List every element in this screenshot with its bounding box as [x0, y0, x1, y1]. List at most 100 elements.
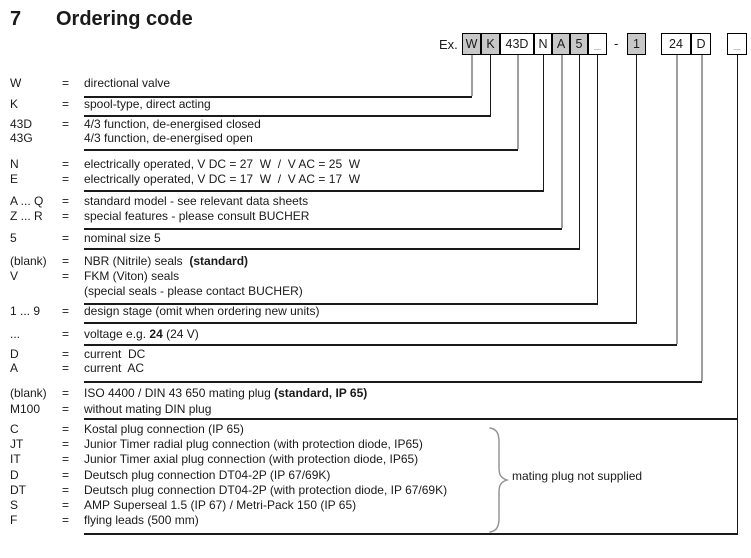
equals-sign: =: [62, 483, 70, 497]
connector-vertical: [636, 55, 638, 322]
description-text: design stage (omit when ordering new uni…: [84, 304, 320, 318]
equals-sign: =: [62, 347, 70, 361]
code-cell: 43G: [10, 131, 33, 145]
description-text: Junior Timer axial plug connection (with…: [84, 452, 419, 466]
connector-vertical: [490, 55, 492, 115]
code-box-value: N: [538, 37, 548, 51]
connector-underline: [84, 381, 702, 383]
connector-underline: [84, 115, 491, 117]
description-text: spool-type, direct acting: [84, 97, 211, 111]
equals-sign: =: [62, 468, 70, 482]
code-box-6: 5: [570, 33, 588, 55]
code-cell: E: [10, 172, 19, 186]
description-cell: Junior Timer axial plug connection (with…: [84, 453, 418, 466]
code-box-value: W: [465, 37, 478, 51]
code-cell: V: [10, 269, 19, 283]
equals-sign: =: [62, 498, 70, 512]
connector-vertical: [543, 55, 545, 190]
equals-sign: =: [62, 422, 70, 436]
code-box-5: A: [552, 33, 570, 55]
description-bold: (standard, IP 65): [274, 386, 368, 400]
brace-label: mating plug not supplied: [512, 469, 643, 483]
description-cell: Deutsch plug connection DT04-2P (with pr…: [84, 484, 447, 497]
code-cell: 43D: [10, 117, 33, 131]
description-cell: NBR (Nitrile) seals (standard): [84, 255, 248, 268]
equals-sign: =: [62, 97, 70, 111]
equals-sign: =: [62, 231, 70, 245]
code-cell: C: [10, 422, 19, 436]
code-cell: K: [10, 97, 19, 111]
code-cell: D: [10, 347, 19, 361]
connector-underline: [84, 228, 562, 230]
connector-underline: [84, 418, 738, 420]
connector-vertical: [701, 55, 703, 381]
example-label: Ex.: [439, 37, 458, 52]
code-cell: 5: [10, 231, 17, 245]
description-text: nominal size 5: [84, 231, 161, 245]
connector-underline: [84, 344, 677, 346]
equals-sign: =: [62, 194, 70, 208]
description-text: voltage e.g.: [84, 327, 150, 341]
code-box-7: _: [588, 33, 607, 55]
code-cell: M100: [10, 402, 41, 416]
equals-sign: =: [62, 402, 70, 416]
code-cell: S: [10, 498, 19, 512]
description-text: (special seals - please contact BUCHER): [84, 284, 303, 298]
code-cell: N: [10, 157, 19, 171]
description-cell: voltage e.g. 24 (24 V): [84, 328, 199, 341]
code-cell: DT: [10, 483, 26, 497]
page-title: Ordering code: [56, 8, 193, 30]
code-box-11: _: [727, 33, 747, 55]
connector-vertical: [737, 55, 739, 533]
description-text: 4/3 function, de-energised open: [84, 131, 253, 145]
connector-vertical: [579, 55, 581, 248]
description-text: 4/3 function, de-energised closed: [84, 117, 261, 131]
dash-separator: -: [614, 36, 619, 51]
code-cell: A: [10, 361, 19, 375]
description-text: (24 V): [162, 327, 199, 341]
code-box-value: K: [486, 37, 495, 51]
description-cell: current DC: [84, 348, 145, 361]
connector-underline: [84, 322, 637, 324]
description-text: directional valve: [84, 76, 171, 90]
connector-underline: [84, 303, 598, 305]
description-text: without mating DIN plug: [84, 402, 212, 416]
equals-sign: =: [62, 117, 70, 131]
equals-sign: =: [62, 269, 70, 283]
description-text: AMP Superseal 1.5 (IP 67) / Metri-Pack 1…: [84, 498, 357, 512]
description-cell: spool-type, direct acting: [84, 98, 211, 111]
description-text: Junior Timer radial plug connection (wit…: [84, 437, 423, 451]
code-box-value: _: [594, 37, 601, 51]
code-cell: (blank): [10, 254, 47, 268]
description-bold: (standard): [189, 254, 249, 268]
code-box-value: _: [733, 37, 741, 51]
equals-sign: =: [62, 327, 70, 341]
equals-sign: =: [62, 437, 70, 451]
description-cell: AMP Superseal 1.5 (IP 67) / Metri-Pack 1…: [84, 499, 356, 512]
code-cell: (blank): [10, 386, 47, 400]
description-cell: Kostal plug connection (IP 65): [84, 423, 244, 436]
equals-sign: =: [62, 386, 70, 400]
equals-sign: =: [62, 361, 70, 375]
code-box-value: 43D: [505, 37, 529, 51]
code-cell: F: [10, 513, 18, 527]
code-box-value: 1: [633, 37, 640, 51]
description-text: NBR (Nitrile) seals: [84, 254, 190, 268]
code-box-4: N: [534, 33, 552, 55]
description-cell: electrically operated, V DC = 17 W / V A…: [84, 173, 360, 186]
code-cell: IT: [10, 452, 21, 466]
description-cell: flying leads (500 mm): [84, 514, 199, 527]
code-box-value: A: [556, 37, 566, 51]
description-cell: design stage (omit when ordering new uni…: [84, 305, 319, 318]
section-number: 7: [10, 8, 22, 30]
description-cell: special features - please consult BUCHER: [84, 210, 309, 223]
code-cell: W: [10, 76, 22, 90]
equals-sign: =: [62, 157, 70, 171]
code-box-value: 24: [669, 37, 683, 51]
description-text: current AC: [84, 361, 145, 375]
description-text: Deutsch plug connection DT04-2P (IP 67/6…: [84, 468, 331, 482]
connector-vertical: [561, 55, 563, 228]
description-text: standard model - see relevant data sheet…: [84, 194, 309, 208]
connector-underline: [84, 190, 544, 192]
